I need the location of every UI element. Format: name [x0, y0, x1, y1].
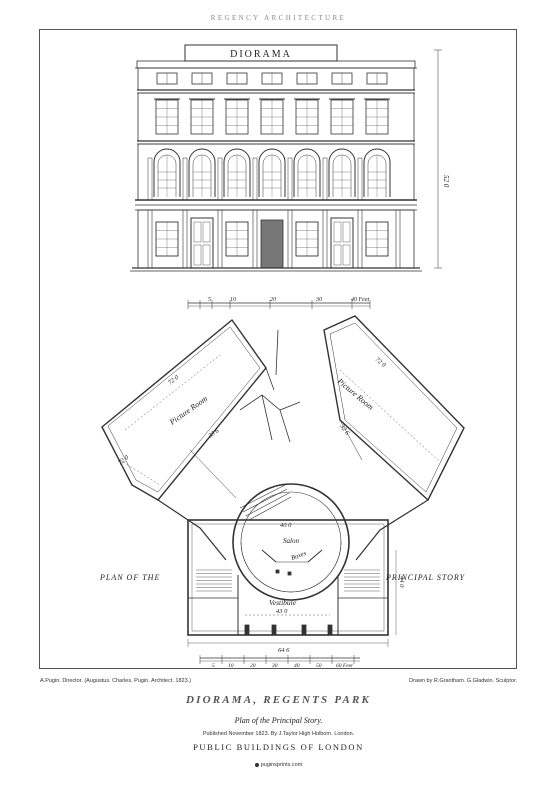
arched-window — [188, 148, 216, 197]
picture-room-right-dim: 32 6 — [338, 422, 351, 437]
pilaster — [217, 157, 223, 201]
website-text[interactable]: puginsprints.com — [260, 762, 303, 768]
arched-window — [223, 148, 251, 197]
plan-label-left: PLAN OF THE — [99, 573, 160, 582]
globe-icon — [254, 762, 259, 767]
side-dimension: 44 0 — [398, 576, 405, 588]
pilaster — [182, 157, 188, 201]
ground-pilaster — [182, 209, 188, 269]
boxes-label: Boxes — [290, 550, 307, 562]
entry-door — [330, 217, 354, 269]
elevation-scale-40-feet: 40 Feet — [351, 296, 369, 303]
elevation-scale-30: 30 — [315, 297, 322, 303]
ground-pilaster — [252, 209, 258, 269]
series-title: PUBLIC BUILDINGS OF LONDON — [193, 742, 364, 752]
elevation-scale-10: 10 — [230, 297, 236, 303]
ground-pilaster — [287, 209, 293, 269]
engraving-drawing: DIORAMA — [99, 44, 466, 669]
plan-label-right: PRINCIPAL STORY — [385, 573, 466, 582]
ground-pilaster — [217, 209, 223, 269]
floor-plan: PLAN OF THE PRINCIPAL STORY Picture Room… — [99, 315, 466, 669]
arched-window — [363, 148, 391, 197]
central-doorway — [260, 219, 284, 269]
plan-scale-20: 20 — [250, 663, 256, 669]
plan-scale-60-feet: 60 Feet — [336, 663, 353, 669]
vestibule-dimension: 43 0 — [276, 608, 288, 615]
pilaster — [147, 157, 153, 201]
picture-room-left-span: 72 0 — [167, 374, 181, 387]
ground-pilaster — [395, 209, 401, 269]
arched-window — [328, 148, 356, 197]
elevation-scale-5: 5 — [208, 297, 211, 303]
picture-room-right-label: Picture Room — [335, 376, 375, 412]
pilaster — [287, 157, 293, 201]
ground-pilaster — [357, 209, 363, 269]
pilaster — [322, 157, 328, 201]
plan-scale-5: 5 — [212, 663, 215, 669]
arched-window — [258, 148, 286, 197]
pilaster — [357, 157, 363, 201]
engraving-plate: DIORAMA — [39, 29, 517, 669]
facade-sign: DIORAMA — [230, 49, 292, 60]
facade-elevation: DIORAMA — [130, 44, 450, 309]
picture-room-left-label: Picture Room — [167, 394, 209, 427]
publication-line: Published November 1823. By J.Taylor Hig… — [202, 731, 355, 737]
entry-door — [190, 217, 214, 269]
width-dimension: 64 6 — [278, 647, 290, 654]
credit-director: A.Pugin. Director. (Augustus. Charles. P… — [40, 678, 192, 684]
arched-window — [293, 148, 321, 197]
salon-label: Salon — [283, 537, 299, 545]
pilaster — [252, 157, 258, 201]
elevation-height-dimension: 52 0 — [442, 175, 450, 188]
print-subtitle: Plan of the Principal Story. — [234, 716, 323, 725]
plan-scale-10: 10 — [228, 663, 234, 669]
website[interactable]: puginsprints.com — [0, 762, 557, 768]
elevation-scale-20: 20 — [270, 297, 276, 303]
ground-pilaster — [147, 209, 153, 269]
ground-pilaster — [322, 209, 328, 269]
vestibule-label: Vestibule — [269, 598, 297, 607]
plan-scale-30: 30 — [271, 663, 278, 669]
credit-drawn-by: Drawn by R.Grantham. G.Gladwin. Sculptor… — [409, 678, 517, 684]
plan-scale-50: 50 — [316, 663, 322, 669]
salon-dimension: 40 0 — [280, 522, 292, 529]
plan-scale-40: 40 — [294, 662, 300, 669]
picture-room-right-span: 72 0 — [374, 356, 388, 369]
series-header: REGENCY ARCHITECTURE — [210, 14, 347, 22]
arched-window — [153, 148, 181, 197]
print-title: DIORAMA, REGENTS PARK — [185, 694, 372, 706]
picture-room-left-side: 72 0 — [117, 454, 131, 467]
